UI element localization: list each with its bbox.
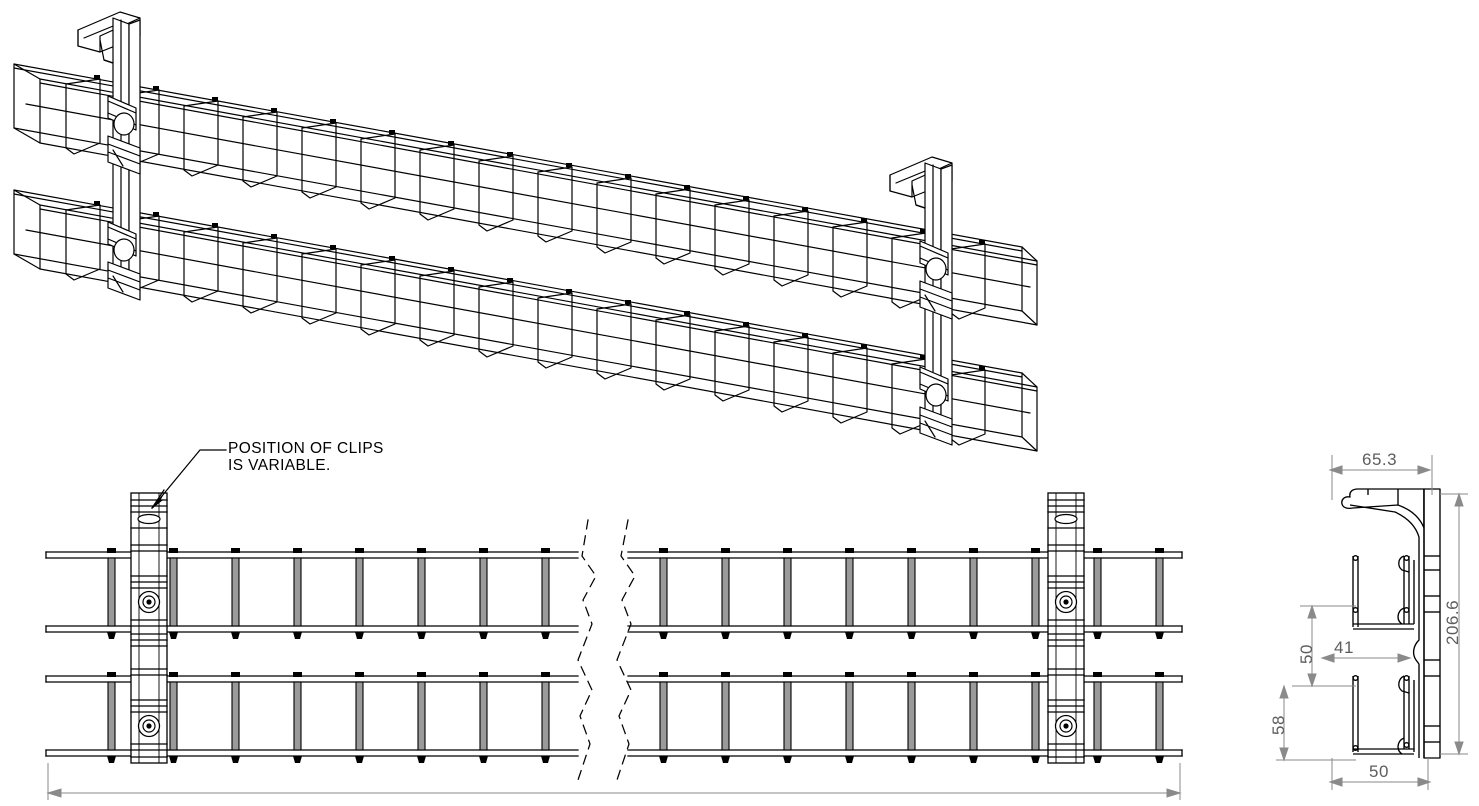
dim-58 <box>1276 684 1356 762</box>
elevation-upper-rungs <box>107 548 1164 639</box>
section-upper-tray <box>1352 553 1420 665</box>
elevation-clip-left <box>130 492 168 764</box>
dim-label-65-3: 65.3 <box>1362 450 1398 469</box>
iso-lower-weld-nubs <box>94 201 985 370</box>
dim-label-206-6: 206.6 <box>1443 599 1462 645</box>
iso-upper-weld-nubs <box>94 75 985 244</box>
dim-label-50-bottom: 50 <box>1369 762 1389 781</box>
dim-206-6 <box>1440 492 1468 756</box>
dim-50-upper <box>1292 604 1356 688</box>
dim-41 <box>1320 653 1412 663</box>
dim-50-bottom <box>1328 758 1432 790</box>
elevation-clip-right <box>1047 492 1085 764</box>
clips-note-line-1: POSITION OF CLIPS <box>228 440 384 457</box>
iso-bracket-right <box>889 156 953 446</box>
clips-note-line-2: IS VARIABLE. <box>228 457 331 474</box>
iso-lower-basket <box>13 189 1038 452</box>
iso-bracket-left <box>77 11 141 301</box>
elevation-lower-rungs <box>107 672 1164 763</box>
break-line-right <box>616 519 636 781</box>
break-line-left <box>577 519 597 781</box>
dim-label-58: 58 <box>1269 715 1288 735</box>
clips-note-leader <box>151 449 227 509</box>
dim-65-3 <box>1328 455 1433 500</box>
section-lower-tray <box>1352 664 1420 758</box>
dim-label-41: 41 <box>1334 638 1354 657</box>
dim-label-50-upper: 50 <box>1297 644 1316 664</box>
